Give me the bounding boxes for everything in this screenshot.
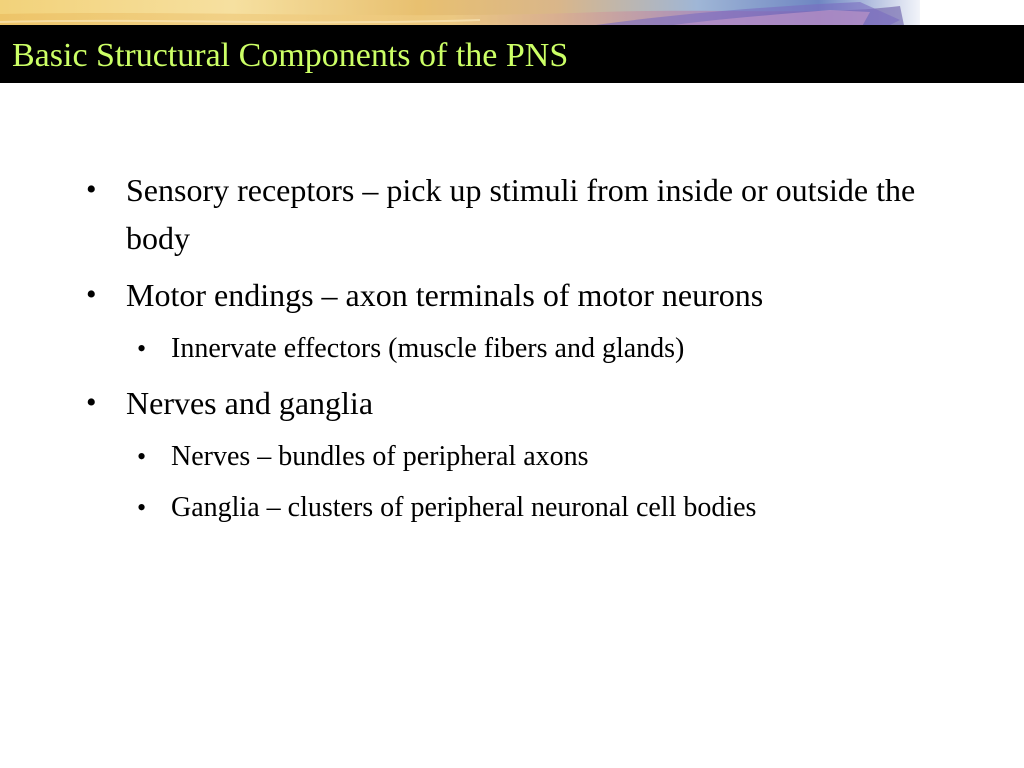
bullet-icon: • [137, 334, 147, 363]
sub-list-item: • Innervate effectors (muscle fibers and… [137, 328, 946, 370]
bullet-icon: • [86, 278, 97, 311]
sub-bullet-text: Ganglia – clusters of peripheral neurona… [171, 492, 757, 523]
bullet-icon: • [86, 173, 97, 206]
list-item: • Motor endings – axon terminals of moto… [86, 271, 946, 319]
bullet-text: Motor endings – axon terminals of motor … [126, 277, 764, 313]
list-item: • Sensory receptors – pick up stimuli fr… [86, 166, 946, 262]
bullet-text: Sensory receptors – pick up stimuli from… [126, 172, 916, 256]
title-bar [0, 25, 1024, 83]
bullet-icon: • [137, 493, 147, 522]
bullet-text: Nerves and ganglia [126, 385, 374, 421]
bullet-icon: • [86, 386, 97, 419]
sub-list-item: • Ganglia – clusters of peripheral neuro… [137, 487, 946, 529]
sub-bullet-text: Nerves – bundles of peripheral axons [171, 441, 589, 472]
sub-list-item: • Nerves – bundles of peripheral axons [137, 436, 946, 478]
bullet-icon: • [137, 442, 147, 471]
bullet-list: • Sensory receptors – pick up stimuli fr… [86, 166, 946, 538]
sub-bullet-text: Innervate effectors (muscle fibers and g… [171, 333, 685, 364]
list-item: • Nerves and ganglia [86, 379, 946, 427]
slide-title: Basic Structural Components of the PNS [12, 37, 569, 74]
